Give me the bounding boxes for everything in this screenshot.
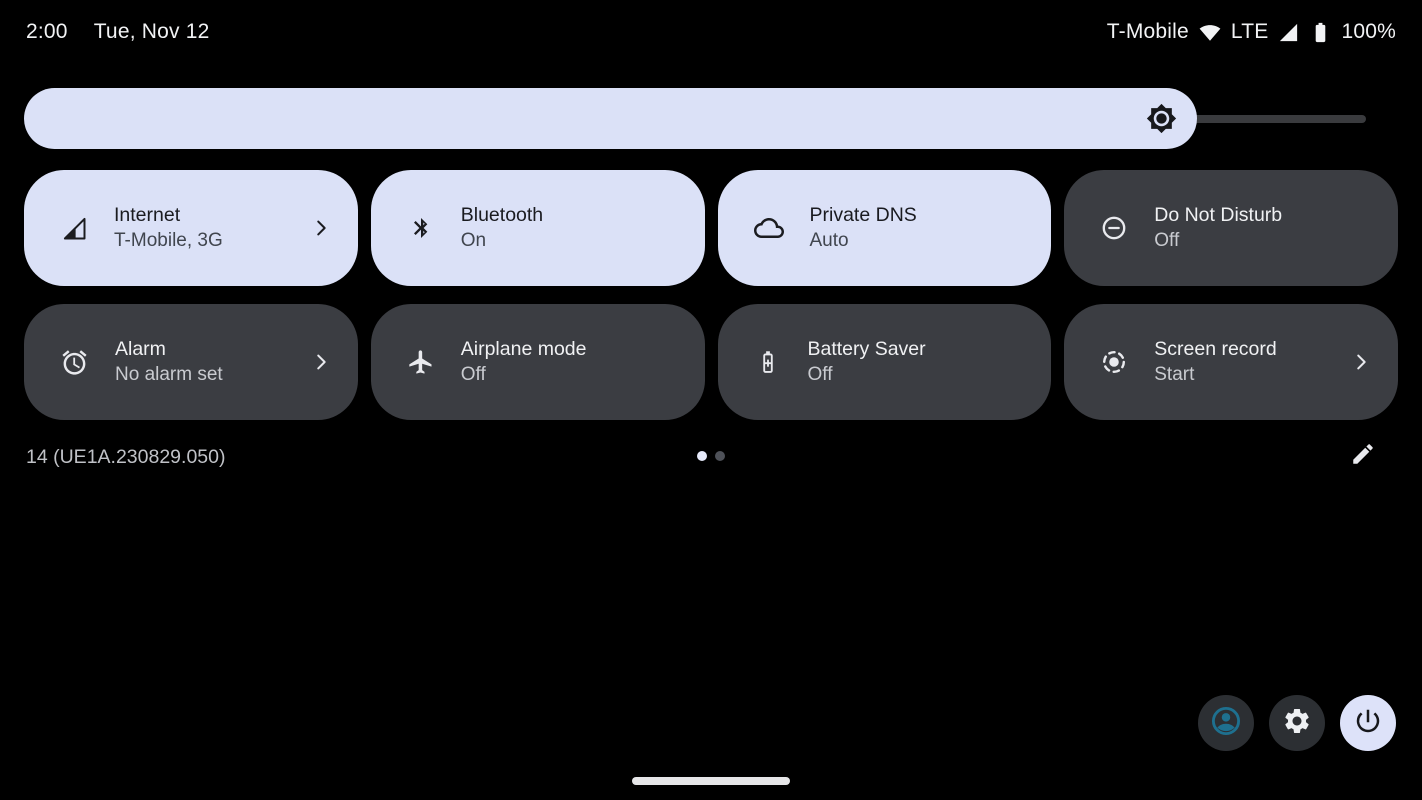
tile-title: Alarm [115,338,166,361]
tile-private-dns[interactable]: Private DNS Auto [717,170,1052,286]
cellular-signal-icon [60,214,88,242]
cellular-signal-icon [1277,21,1300,44]
carrier-label: T-Mobile [1106,20,1189,43]
screen-record-icon [1100,348,1128,376]
tile-subtitle: Off [1154,229,1180,251]
tile-subtitle: No alarm set [115,363,223,385]
battery-percent-label: 100% [1341,20,1396,43]
cloud-icon [753,213,784,243]
date: Tue, Nov 12 [93,20,210,43]
tile-subtitle: Start [1154,363,1195,385]
bluetooth-icon [407,214,435,242]
tile-bluetooth[interactable]: Bluetooth On [370,170,705,286]
tile-do-not-disturb[interactable]: Do Not Disturb Off [1064,170,1398,286]
pencil-icon [1350,441,1376,472]
power-icon [1353,706,1383,741]
footer-buttons [1198,695,1396,751]
quick-settings-grid: Internet T-Mobile, 3G Bluetooth On Priva… [24,170,1398,420]
home-gesture-bar[interactable] [632,777,790,785]
battery-saver-icon [754,348,782,376]
gear-icon [1282,706,1312,741]
user-avatar-icon [1209,704,1243,743]
tile-screen-record[interactable]: Screen record Start [1064,304,1398,420]
tile-internet[interactable]: Internet T-Mobile, 3G [24,170,358,286]
page-indicator-dot-active [697,451,707,461]
tile-title: Do Not Disturb [1154,204,1283,227]
tile-subtitle: Off [807,363,833,385]
do-not-disturb-icon [1100,214,1128,242]
tile-airplane-mode[interactable]: Airplane mode Off [370,304,705,420]
status-bar: 2:00 Tue, Nov 12 T-Mobile LTE 100% [0,0,1422,64]
page-indicator-dot-inactive [715,451,725,461]
tile-title: Airplane mode [460,338,587,361]
chevron-right-icon [310,351,332,373]
tile-subtitle: T-Mobile, 3G [114,229,223,251]
tile-title: Private DNS [809,204,917,227]
tile-subtitle: Off [460,363,486,385]
user-switcher-button[interactable] [1198,695,1254,751]
airplane-icon [407,348,435,376]
network-type-label: LTE [1230,20,1269,43]
chevron-right-icon [310,217,332,239]
power-button[interactable] [1340,695,1396,751]
alarm-clock-icon [60,348,89,377]
tile-subtitle: On [460,229,487,251]
tile-title: Bluetooth [460,204,544,227]
tile-alarm[interactable]: Alarm No alarm set [24,304,358,420]
tile-subtitle: Auto [809,229,849,251]
brightness-icon [1146,103,1177,139]
battery-icon [1309,21,1332,44]
edit-tiles-button[interactable] [1348,441,1378,471]
chevron-right-icon [1350,351,1372,373]
clock: 2:00 [26,20,68,43]
tile-title: Screen record [1154,338,1277,361]
brightness-fill[interactable] [24,88,1197,149]
wifi-icon [1198,20,1222,44]
brightness-slider[interactable] [24,88,1366,149]
settings-button[interactable] [1269,695,1325,751]
tile-battery-saver[interactable]: Battery Saver Off [717,304,1052,420]
tile-title: Battery Saver [807,338,926,361]
tile-title: Internet [114,204,181,227]
build-number: 14 (UE1A.230829.050) [26,446,226,468]
